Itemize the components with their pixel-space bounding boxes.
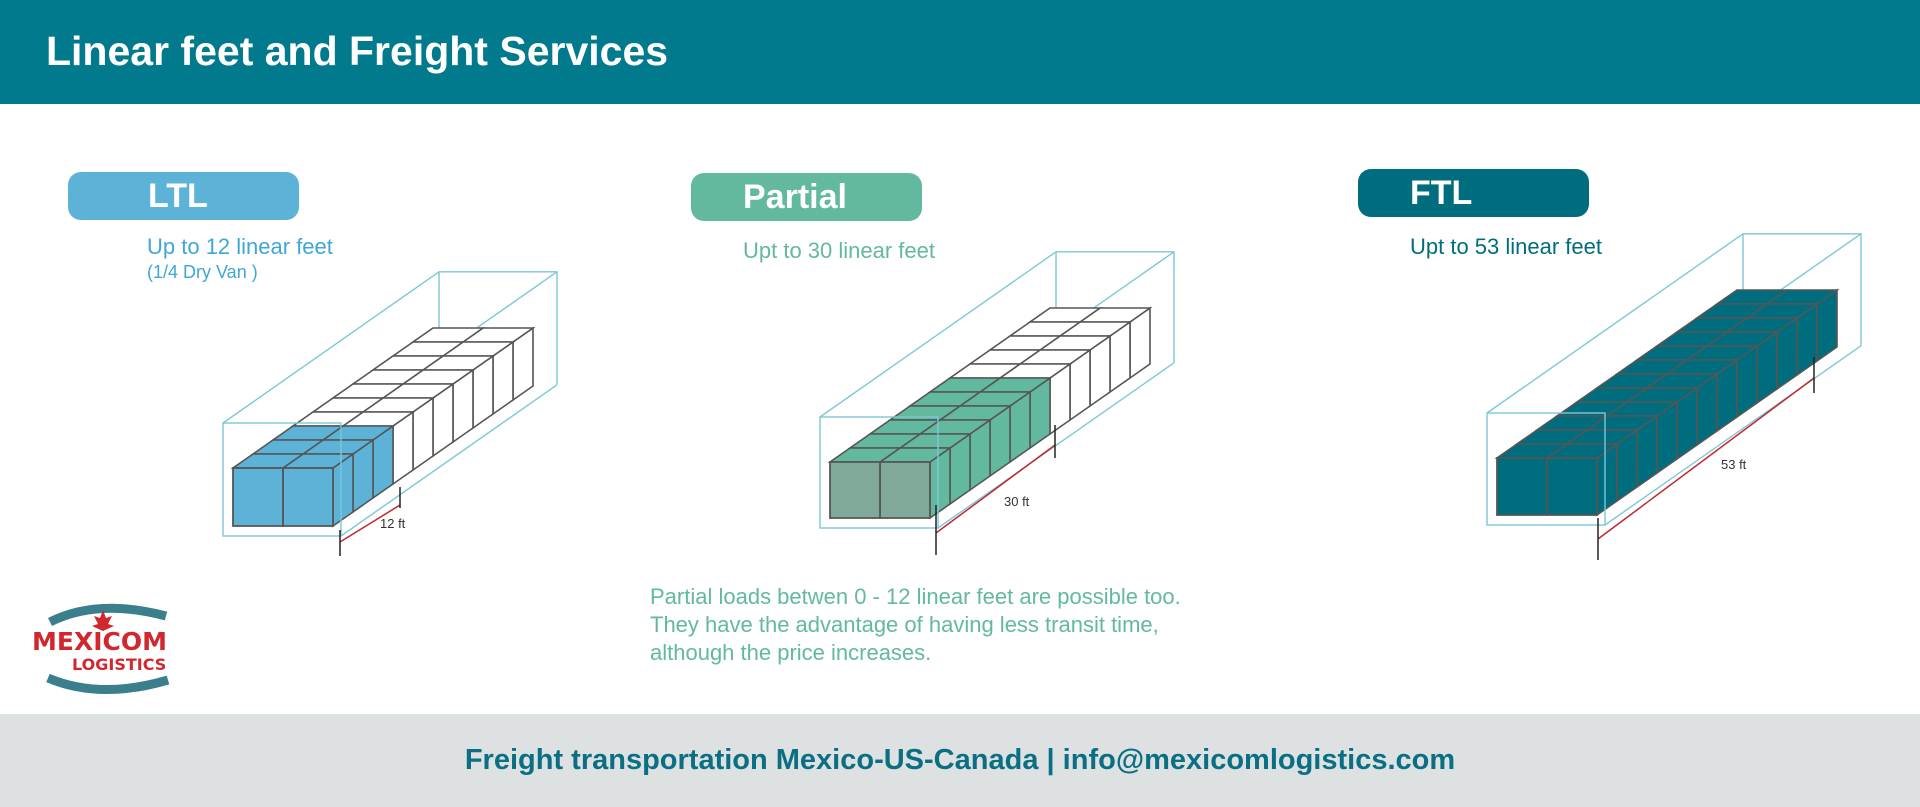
ltl-subtitle: Up to 12 linear feet	[147, 234, 333, 259]
ftl-subtitle: Upt to 53 linear feet	[1410, 234, 1603, 259]
footer-contact: Freight transportation Mexico-US-Canada …	[464, 744, 1456, 776]
note-line: although the price increases.	[650, 640, 932, 665]
logo-line-1: MEXICOM	[32, 627, 167, 656]
partial-subtitle: Upt to 30 linear feet	[743, 238, 936, 263]
partial-label: Partial	[743, 178, 847, 216]
footer-bar: Freight transportation Mexico-US-Canada …	[0, 714, 1920, 807]
ftl-badge: FTL	[1358, 169, 1589, 217]
trailer-front-frame	[1486, 412, 1606, 526]
partial-dimension-label: 30 ft	[1004, 494, 1030, 509]
ltl-trailer	[222, 271, 558, 537]
page-title: Linear feet and Freight Services	[46, 28, 669, 74]
trailer-edge	[1604, 345, 1862, 526]
logo-line-2: LOGISTICS	[72, 655, 166, 674]
trailer-edge	[222, 271, 440, 424]
ltl-label: LTL	[148, 177, 208, 215]
partial-trailer	[819, 251, 1175, 529]
crate-front	[232, 467, 284, 527]
trailer-edge	[340, 384, 558, 537]
note-line: Partial loads betwen 0 - 12 linear feet …	[650, 584, 1181, 609]
maple-leaf-icon	[92, 610, 114, 631]
crate-front	[282, 467, 334, 527]
partial-badge: Partial	[691, 173, 922, 221]
ltl-dimension: 12 ft	[339, 487, 406, 556]
crate-front	[1546, 457, 1598, 516]
trailer-front-frame	[222, 422, 342, 537]
mexicom-logo: MEXICOM LOGISTICS	[32, 603, 170, 694]
ltl-dimension-label: 12 ft	[380, 516, 406, 531]
trailer-edge	[937, 362, 1175, 529]
crate-front	[1496, 457, 1548, 516]
trailer-edge	[1486, 233, 1744, 414]
ltl-note: (1/4 Dry Van )	[147, 262, 258, 282]
ltl-badge: LTL	[68, 172, 299, 220]
trailer-edge	[819, 251, 1057, 418]
header-bar: Linear feet and Freight Services	[0, 0, 1920, 104]
ftl-dimension-label: 53 ft	[1721, 457, 1747, 472]
ftl-label: FTL	[1410, 174, 1473, 212]
crate-front	[879, 461, 931, 519]
ftl-dimension: 53 ft	[1597, 357, 1815, 560]
partial-dimension: 30 ft	[935, 425, 1056, 555]
trailer-front-frame	[819, 416, 939, 529]
ftl-trailer	[1486, 233, 1862, 526]
note-line: They have the advantage of having less t…	[650, 612, 1159, 637]
partial-loads-note: Partial loads betwen 0 - 12 linear feet …	[650, 583, 1330, 667]
crate-front	[829, 461, 881, 519]
